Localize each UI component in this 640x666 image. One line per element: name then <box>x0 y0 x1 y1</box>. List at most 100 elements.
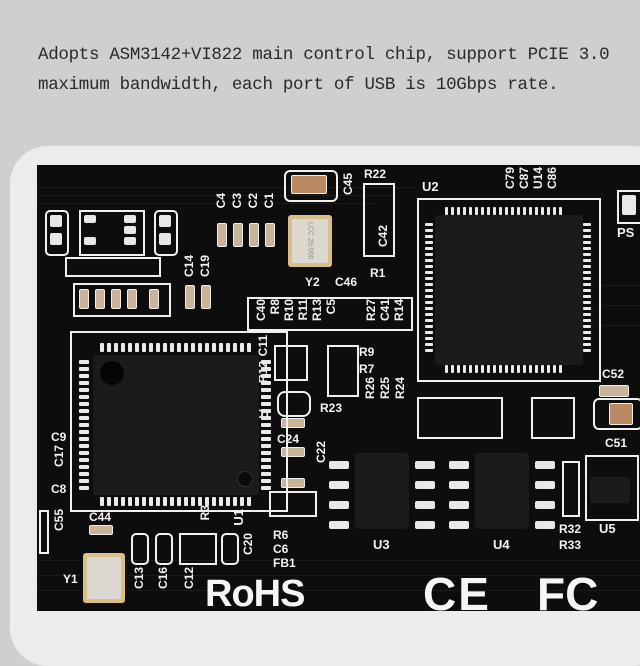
component-outline <box>269 491 317 517</box>
silk-label: C16 <box>156 567 170 590</box>
chip-pins <box>425 223 433 352</box>
smd-part <box>95 289 105 309</box>
chip-pins <box>583 223 591 352</box>
component-outline <box>155 533 173 565</box>
silk-label: Y2 <box>305 275 320 289</box>
silk-label: R6 <box>273 528 289 542</box>
pcb-trace <box>597 325 640 326</box>
smd-part <box>111 289 121 309</box>
silk-label: C17 <box>52 445 66 468</box>
silk-label: C3 <box>230 193 244 209</box>
crystal-marking <box>87 557 121 599</box>
pcb-trace <box>597 305 640 306</box>
pad <box>535 521 555 529</box>
silk-label: Y1 <box>63 572 78 586</box>
diode-outline <box>277 391 311 417</box>
silk-label: R10 <box>282 299 296 322</box>
pad <box>449 501 469 509</box>
silk-label: C86 <box>545 167 559 190</box>
smd-part <box>89 525 113 535</box>
chip-pins <box>445 207 562 215</box>
component-outline <box>562 461 580 517</box>
silk-label: R22 <box>364 167 387 181</box>
silk-label: C87 <box>517 167 531 190</box>
chip-u5 <box>590 477 630 503</box>
component-outline <box>593 398 640 430</box>
silk-label: R27 <box>364 299 378 322</box>
silk-label: R1 <box>370 266 386 280</box>
smd-part <box>127 289 137 309</box>
component-outline <box>45 210 69 256</box>
silk-label: R8 <box>268 299 282 315</box>
chip-pins <box>261 360 271 490</box>
pcb-trace <box>37 590 640 591</box>
pcb-trace <box>37 195 397 196</box>
silk-label: U14 <box>531 167 545 190</box>
pad <box>159 233 171 245</box>
component-outline <box>39 510 49 554</box>
chip-label-u4: U4 <box>493 537 510 552</box>
pad <box>415 461 435 469</box>
pad <box>449 461 469 469</box>
resistor-block-outline <box>247 297 413 331</box>
silk-label: PS <box>617 225 635 240</box>
pad <box>535 501 555 509</box>
pad <box>84 215 96 223</box>
product-caption: Adopts ASM3142+VI822 main control chip, … <box>38 40 638 100</box>
pad <box>415 501 435 509</box>
silk-label: C20 <box>241 533 255 556</box>
pcb-trace <box>597 285 640 286</box>
silk-label: C51 <box>605 436 628 450</box>
crystal-y2: LCC 25.000 <box>288 215 332 267</box>
large-capacitor <box>609 403 633 425</box>
silk-label: C42 <box>376 225 390 248</box>
smd-part <box>217 223 227 247</box>
silk-label: C1 <box>262 193 276 209</box>
chip-label-u3: U3 <box>373 537 390 552</box>
silk-label: R32 <box>559 522 582 536</box>
chip-label-u5: U5 <box>599 521 616 536</box>
smd-part <box>265 223 275 247</box>
smd-part <box>201 285 211 309</box>
chip-label-u2: U2 <box>422 179 439 194</box>
pad <box>50 215 62 227</box>
silk-label: R23 <box>320 401 343 415</box>
chip-label-u1: U1 <box>231 509 246 526</box>
silk-label: C4 <box>214 193 228 209</box>
component-outline <box>179 533 217 565</box>
silk-label: R3 <box>198 505 212 521</box>
component-outline <box>327 345 359 397</box>
silk-label: R11 <box>296 299 310 321</box>
component-outline <box>221 533 239 565</box>
silk-label: C13 <box>132 567 146 590</box>
pad <box>329 521 349 529</box>
component-outline <box>284 170 338 202</box>
silk-label: C79 <box>503 167 517 190</box>
silk-label: C41 <box>378 299 392 322</box>
silk-label: R33 <box>559 538 582 552</box>
silk-label: C22 <box>314 441 328 464</box>
pad <box>329 481 349 489</box>
resistor-array-outline <box>363 183 395 257</box>
silk-label: C45 <box>341 173 355 196</box>
silk-label: C44 <box>89 510 112 524</box>
silk-label: C12 <box>182 567 196 590</box>
pcb-trace <box>37 187 417 188</box>
smd-part <box>233 223 243 247</box>
silk-label: C2 <box>246 193 260 209</box>
silk-label: R9 <box>359 345 375 359</box>
chip-u3 <box>355 453 409 529</box>
pad <box>124 226 136 234</box>
orientation-marker <box>237 471 253 487</box>
smd-part <box>249 223 259 247</box>
silk-label: R13 <box>310 299 324 322</box>
chip-u2 <box>435 215 583 365</box>
silk-label: R7 <box>359 362 375 376</box>
pad <box>449 481 469 489</box>
silk-label: R26 <box>363 377 377 400</box>
pad <box>124 215 136 223</box>
silk-label: C24 <box>277 432 300 446</box>
chip-pins <box>100 343 251 352</box>
smd-part <box>149 289 159 309</box>
component-outline <box>585 455 639 521</box>
